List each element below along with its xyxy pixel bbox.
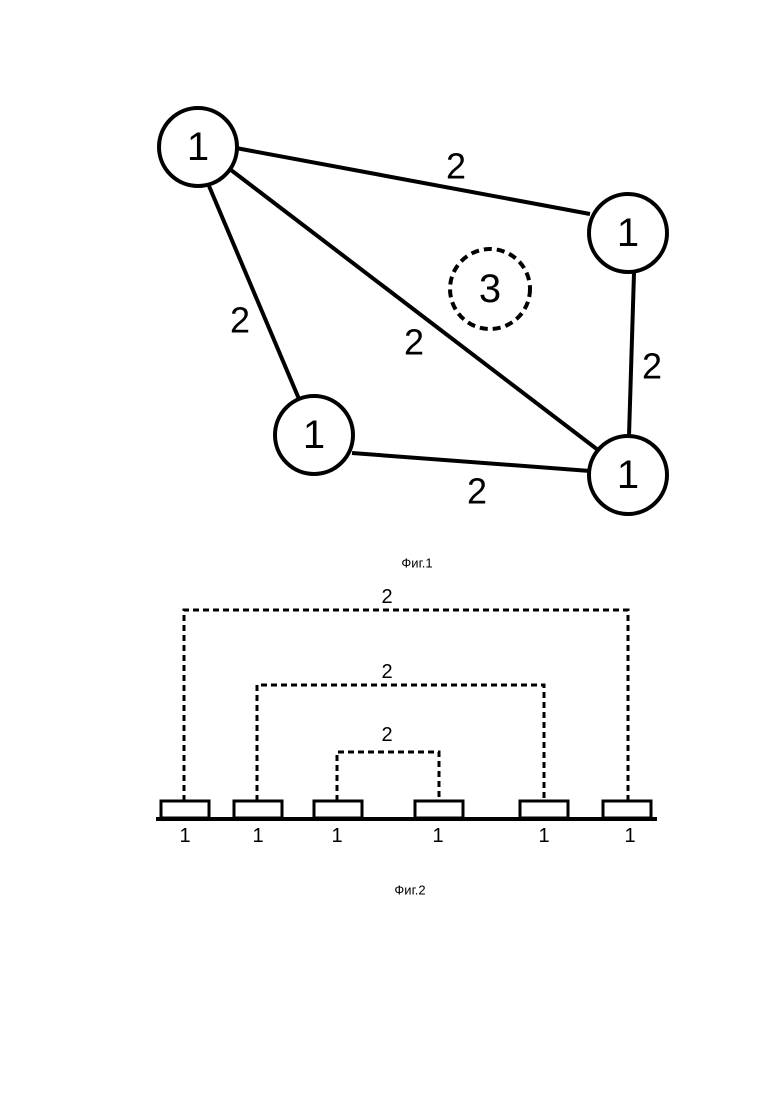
bus-box-6-label: 1 [624,825,635,847]
figure-2-caption: Фиг.2 [394,883,425,898]
bus-box-5 [520,801,568,818]
arc-inner [337,752,439,801]
bus-box-2-label: 1 [252,825,263,847]
bus-box-4-label: 1 [432,825,443,847]
bus-box-4 [415,801,463,818]
edge-label-diagonal: 2 [404,322,424,363]
arc-middle-label: 2 [381,661,392,683]
edge-mid-left-to-right-bottom [352,453,590,471]
node-top-left: 1 [159,108,237,186]
arc-middle [257,685,544,801]
edge-label-bottom: 2 [467,471,487,512]
node-right-bottom-label: 1 [617,453,639,497]
node-top-left-label: 1 [187,125,209,169]
figure-1: 1 1 1 1 3 2 2 2 2 2 Фиг.1 [159,108,667,571]
center-node-dashed: 3 [450,249,530,329]
node-mid-left-label: 1 [303,413,325,457]
node-right-top-label: 1 [617,211,639,255]
edge-label-right: 2 [642,346,662,387]
bus-box-2 [234,801,282,818]
bus-box-1 [161,801,209,818]
node-right-bottom: 1 [589,436,667,514]
edge-label-top: 2 [446,146,466,187]
bus-box-5-label: 1 [538,825,549,847]
bus-box-3 [314,801,362,818]
edge-right-top-to-right-bottom [629,273,634,436]
node-right-top: 1 [589,194,667,272]
bus-box-1-label: 1 [179,825,190,847]
arc-outer [184,610,628,801]
center-node-label: 3 [479,267,501,311]
figure-1-caption: Фиг.1 [401,556,432,571]
edge-top-left-to-right-top [236,148,590,214]
arc-inner-label: 2 [381,724,392,746]
arc-outer-label: 2 [381,586,392,608]
edge-label-left: 2 [230,300,250,341]
node-mid-left: 1 [275,396,353,474]
bus-box-3-label: 1 [331,825,342,847]
edge-top-left-to-mid-left [209,186,299,399]
figure-2: 2 2 2 1 1 1 1 1 1 Фиг.2 [156,586,657,898]
bus-box-6 [603,801,651,818]
